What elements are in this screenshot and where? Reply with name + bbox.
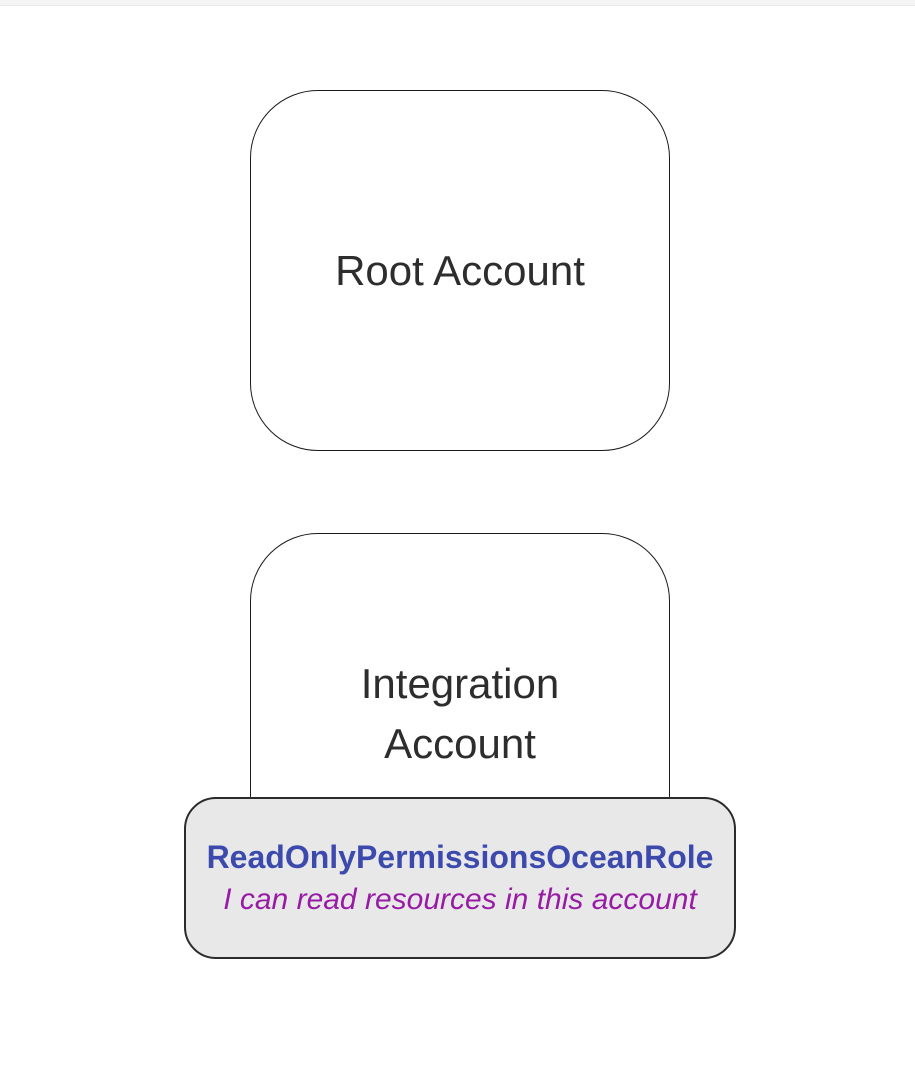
root-account-node: Root Account: [250, 90, 670, 451]
page-top-edge-strip: [0, 0, 915, 6]
role-description: I can read resources in this account: [223, 883, 697, 917]
role-card: ReadOnlyPermissionsOceanRole I can read …: [184, 797, 736, 959]
root-account-label: Root Account: [335, 246, 585, 294]
integration-account-label: Integration Account: [360, 659, 560, 767]
role-name: ReadOnlyPermissionsOceanRole: [206, 838, 714, 875]
